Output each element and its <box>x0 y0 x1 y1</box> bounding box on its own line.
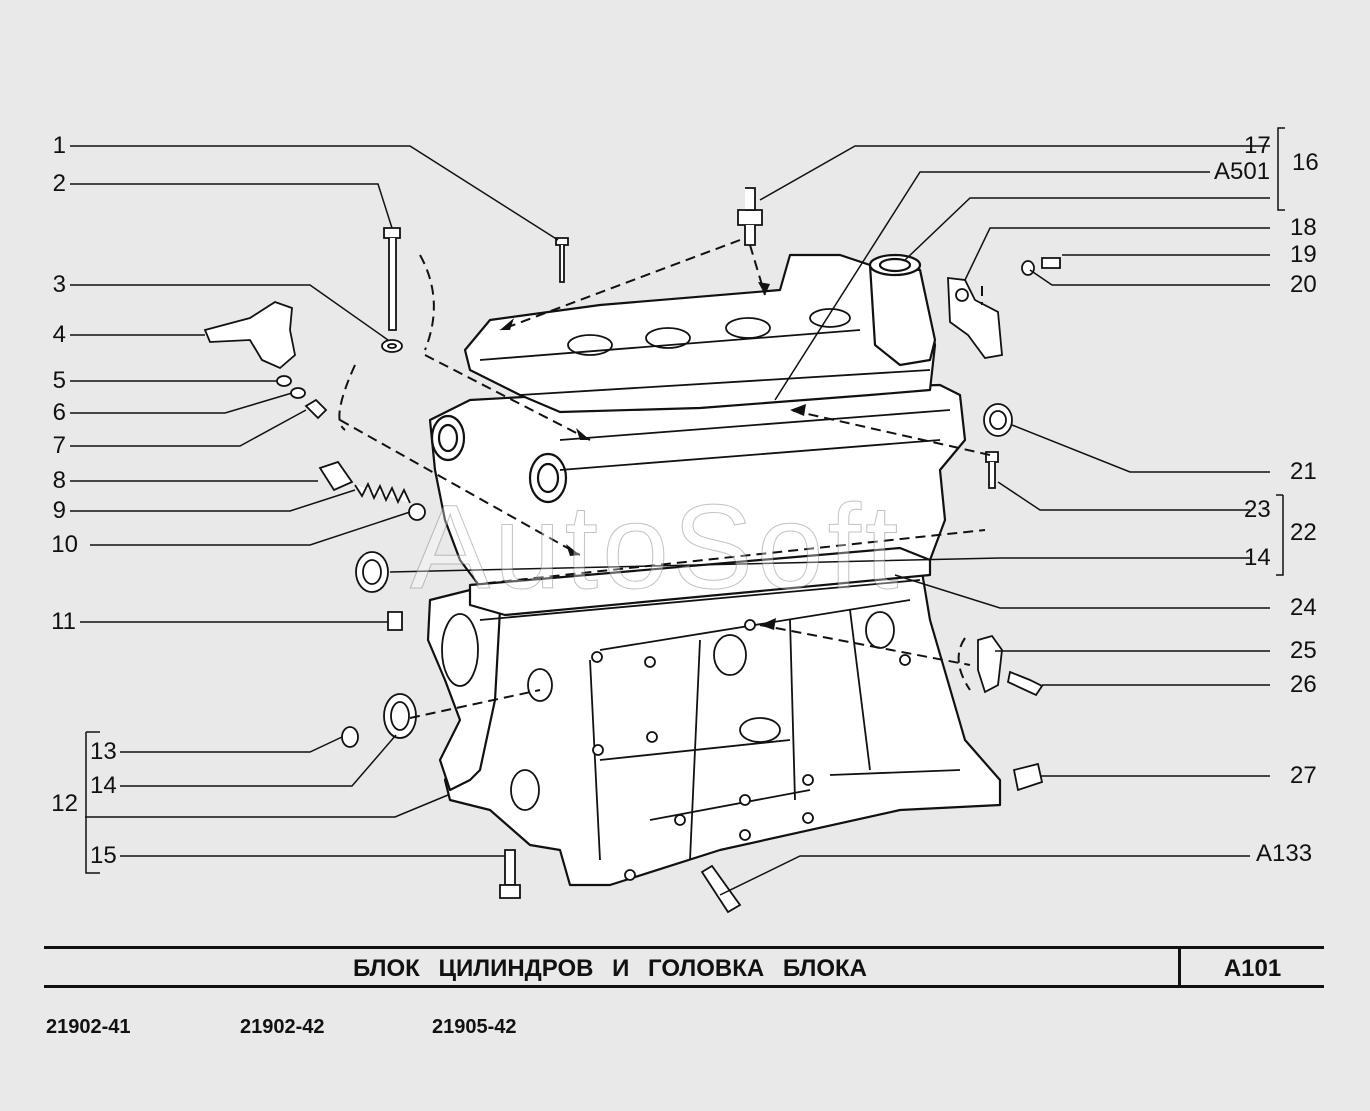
callout-27: 27 <box>1290 762 1317 789</box>
callout-6: 6 <box>52 399 66 426</box>
callout-16: 16 <box>1292 149 1319 176</box>
callout-9: 9 <box>52 497 66 524</box>
callout-a133: A133 <box>1256 840 1313 867</box>
diagram-title: БЛОК ЦИЛИНДРОВ И ГОЛОВКА БЛОКА <box>352 955 868 982</box>
valve-cover <box>463 253 937 414</box>
callout-10: 10 <box>51 531 78 558</box>
callout-15: 15 <box>90 842 117 869</box>
model-code-3: 21905-42 <box>432 1016 517 1038</box>
callout-14-left: 14 <box>90 772 117 799</box>
callout-1: 1 <box>52 132 66 159</box>
callout-19: 19 <box>1290 241 1317 268</box>
head-gasket <box>468 546 932 617</box>
callout-23: 23 <box>1244 496 1271 523</box>
title-bar: БЛОК ЦИЛИНДРОВ И ГОЛОВКА БЛОКА A101 <box>44 946 1324 988</box>
callout-2: 2 <box>52 170 66 197</box>
callout-24: 24 <box>1290 594 1317 621</box>
callout-3: 3 <box>52 271 66 298</box>
callout-20: 20 <box>1290 271 1317 298</box>
callout-4: 4 <box>52 321 66 348</box>
callout-25: 25 <box>1290 637 1317 664</box>
callout-a501: A501 <box>1214 158 1271 185</box>
model-code-2: 21902-42 <box>240 1016 325 1038</box>
callout-12: 12 <box>51 790 78 817</box>
model-code-1: 21902-41 <box>46 1016 131 1038</box>
title-divider <box>1178 949 1181 985</box>
callout-18: 18 <box>1290 214 1317 241</box>
callout-5: 5 <box>52 367 66 394</box>
engine-block-diagram <box>70 127 1285 914</box>
callout-26: 26 <box>1290 671 1317 698</box>
callout-7: 7 <box>52 432 66 459</box>
diagram-code: A101 <box>1223 955 1282 982</box>
callout-14-right: 14 <box>1244 544 1271 571</box>
callout-13: 13 <box>90 738 117 765</box>
callout-11: 11 <box>51 608 76 635</box>
callout-8: 8 <box>52 467 66 494</box>
callout-22: 22 <box>1290 519 1317 546</box>
callout-21: 21 <box>1290 458 1317 485</box>
callout-17: 17 <box>1244 132 1271 159</box>
